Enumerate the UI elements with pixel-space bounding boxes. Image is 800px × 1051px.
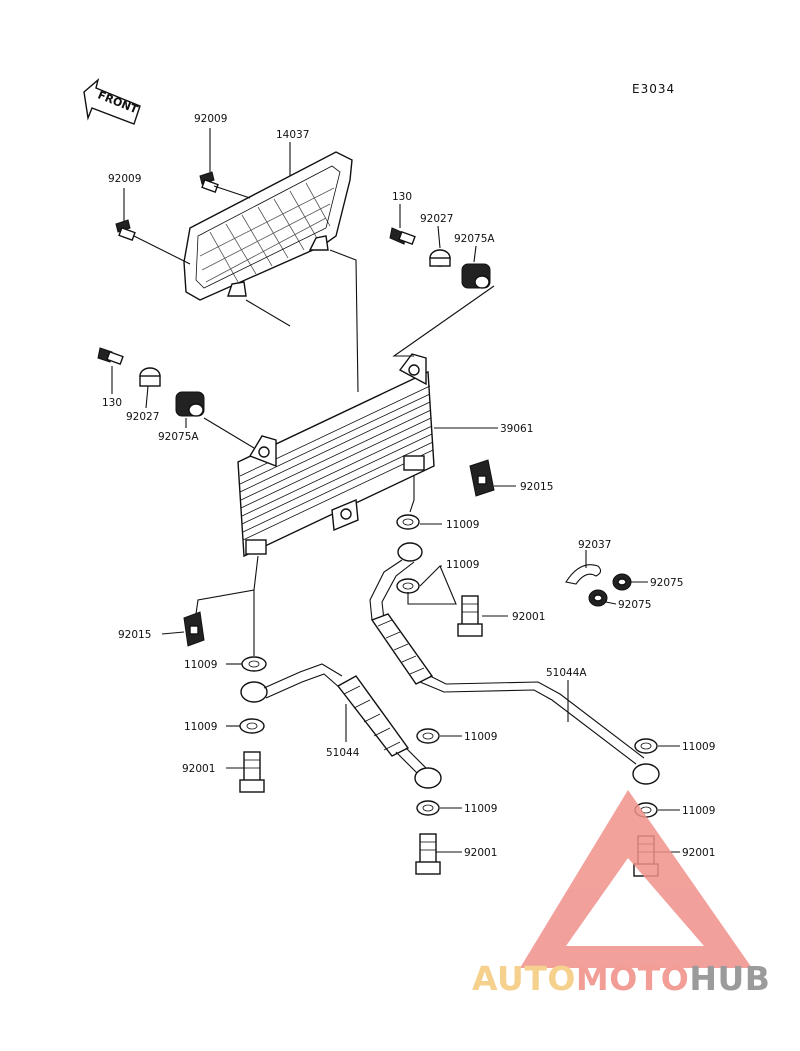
label-92001-d: 92001 (682, 847, 715, 859)
banjo-bolt-92001-a (457, 595, 483, 637)
washer-11009-g (416, 800, 440, 816)
damper-92075-a (612, 573, 632, 591)
oil-cooler-39061 (237, 353, 435, 558)
washer-11009-a (396, 514, 420, 530)
diagram-code: E3034 (632, 82, 675, 96)
washer-11009-d (239, 718, 265, 734)
label-130-a: 130 (392, 191, 412, 203)
label-11009-f: 11009 (682, 741, 715, 753)
label-92037: 92037 (578, 539, 611, 551)
damper-92075A-left (175, 391, 205, 417)
front-arrow-icon: FRONT (83, 78, 141, 125)
clip-92037 (565, 564, 602, 585)
label-92009-a: 92009 (194, 113, 227, 125)
label-51044: 51044 (326, 747, 360, 759)
watermark-hub: HUB (689, 959, 770, 998)
watermark-auto: AUTO (472, 959, 576, 998)
label-11009-h: 11009 (682, 805, 715, 817)
oil-hose-51044A (369, 542, 660, 785)
part-labels: 92009 14037 92009 130 92027 92075A 130 9… (102, 113, 715, 859)
label-11009-d: 11009 (184, 721, 217, 733)
label-11009-c: 11009 (184, 659, 217, 671)
watermark-moto: MOTO (576, 959, 689, 998)
label-92015-a: 92015 (520, 481, 553, 493)
label-92001-b: 92001 (182, 763, 215, 775)
label-92075-a: 92075 (650, 577, 683, 589)
label-39061: 39061 (500, 423, 533, 435)
banjo-bolt-92001-c (415, 833, 441, 875)
damper-92075A-right (461, 263, 491, 289)
washer-11009-b (396, 578, 420, 594)
label-11009-g: 11009 (464, 803, 497, 815)
damper-92075-b (588, 589, 608, 607)
bolt-92009-upper (199, 171, 219, 194)
watermark-triangle-icon (520, 790, 752, 968)
label-130-b: 130 (102, 397, 122, 409)
collar-92027-left (139, 367, 161, 387)
label-92027-a: 92027 (420, 213, 453, 225)
label-92009-b: 92009 (108, 173, 141, 185)
watermark-logo: AUTOMOTOHUB (472, 790, 770, 998)
label-92075A-a: 92075A (454, 233, 495, 245)
label-92001-a: 92001 (512, 611, 545, 623)
collar-92027-right (429, 249, 451, 267)
label-92075A-b: 92075A (158, 431, 199, 443)
washer-11009-e (416, 728, 440, 744)
washer-11009-f (634, 738, 658, 754)
banjo-bolt-92001-b (239, 751, 265, 793)
label-11009-b: 11009 (446, 559, 479, 571)
label-92001-c: 92001 (464, 847, 497, 859)
label-92075-b: 92075 (618, 599, 651, 611)
leader-lines (111, 128, 680, 853)
bolt-92009-left (115, 219, 136, 242)
bolt-130-left (97, 347, 124, 366)
label-11009-e: 11009 (464, 731, 497, 743)
label-92027-b: 92027 (126, 411, 159, 423)
washer-11009-c (241, 656, 267, 672)
label-11009-a: 11009 (446, 519, 479, 531)
oil-hose-51044 (240, 663, 442, 789)
cooler-screen-part (183, 151, 353, 301)
bolt-130-right (389, 227, 416, 246)
label-14037: 14037 (276, 129, 309, 141)
label-92015-b: 92015 (118, 629, 151, 641)
svg-text:AUTOMOTOHUB: AUTOMOTOHUB (472, 959, 770, 998)
label-51044A: 51044A (546, 667, 587, 679)
clip-92015-left (183, 611, 205, 647)
clip-92015-right (469, 459, 495, 497)
